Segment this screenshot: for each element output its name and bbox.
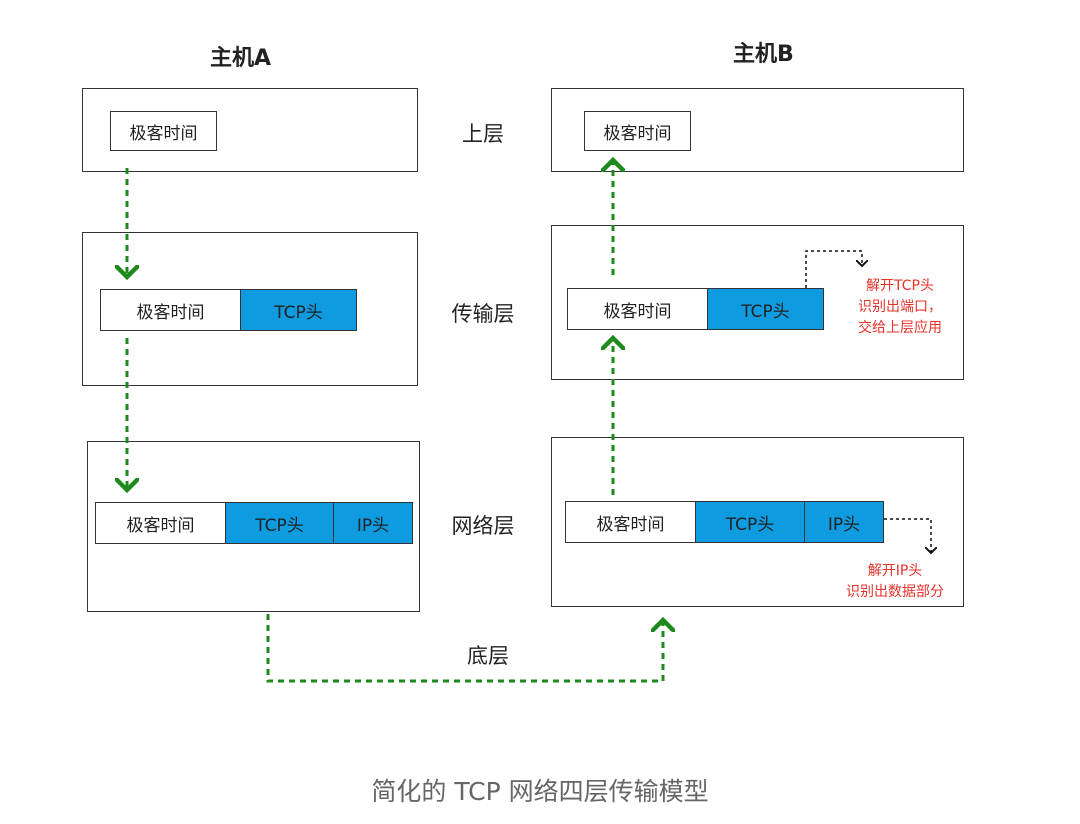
note-line: 交给上层应用 (858, 320, 942, 336)
host-a-upper-frame (82, 88, 418, 172)
layer-label-bottom: 底层 (467, 644, 509, 668)
note-line: 识别出端口， (858, 299, 942, 315)
layer-label-transport: 传输层 (451, 302, 515, 326)
tcp-header-segment: TCP头 (226, 502, 334, 544)
note-line: 识别出数据部分 (846, 584, 944, 600)
layer-label-upper: 上层 (462, 122, 504, 146)
data-segment: 极客时间 (95, 502, 226, 544)
layer-label-network: 网络层 (451, 514, 515, 538)
note-line: 解开TCP头 (866, 278, 934, 294)
tcp-header-segment: TCP头 (696, 501, 805, 543)
figure-caption: 简化的 TCP 网络四层传输模型 (371, 777, 709, 806)
note-line: 解开IP头 (867, 563, 923, 579)
tcp-header-segment: TCP头 (708, 288, 824, 330)
ip-header-segment: IP头 (334, 502, 413, 544)
network-b-note-arrow (884, 518, 931, 553)
network-b-note: 解开IP头 识别出数据部分 (820, 561, 970, 603)
host-b-title: 主机B (733, 42, 794, 67)
transport-b-note-arrow (805, 250, 862, 288)
host-a-title: 主机A (210, 46, 272, 71)
host-b-network-packet: 极客时间 TCP头 IP头 (565, 501, 884, 543)
host-a-upper-packet: 极客时间 (110, 111, 217, 153)
data-segment: 极客时间 (100, 289, 241, 331)
data-segment: 极客时间 (567, 288, 708, 330)
data-segment: 极客时间 (584, 111, 691, 151)
transport-b-note: 解开TCP头 识别出端口， 交给上层应用 (830, 276, 970, 339)
bottom-link-arrow (266, 614, 663, 683)
data-segment: 极客时间 (110, 111, 217, 151)
data-segment: 极客时间 (565, 501, 696, 543)
ip-header-segment: IP头 (805, 501, 884, 543)
host-b-transport-packet: 极客时间 TCP头 (567, 288, 824, 330)
host-b-upper-packet: 极客时间 (584, 111, 691, 153)
host-a-transport-packet: 极客时间 TCP头 (100, 289, 357, 331)
host-a-network-packet: 极客时间 TCP头 IP头 (95, 502, 413, 544)
tcp-header-segment: TCP头 (241, 289, 357, 331)
